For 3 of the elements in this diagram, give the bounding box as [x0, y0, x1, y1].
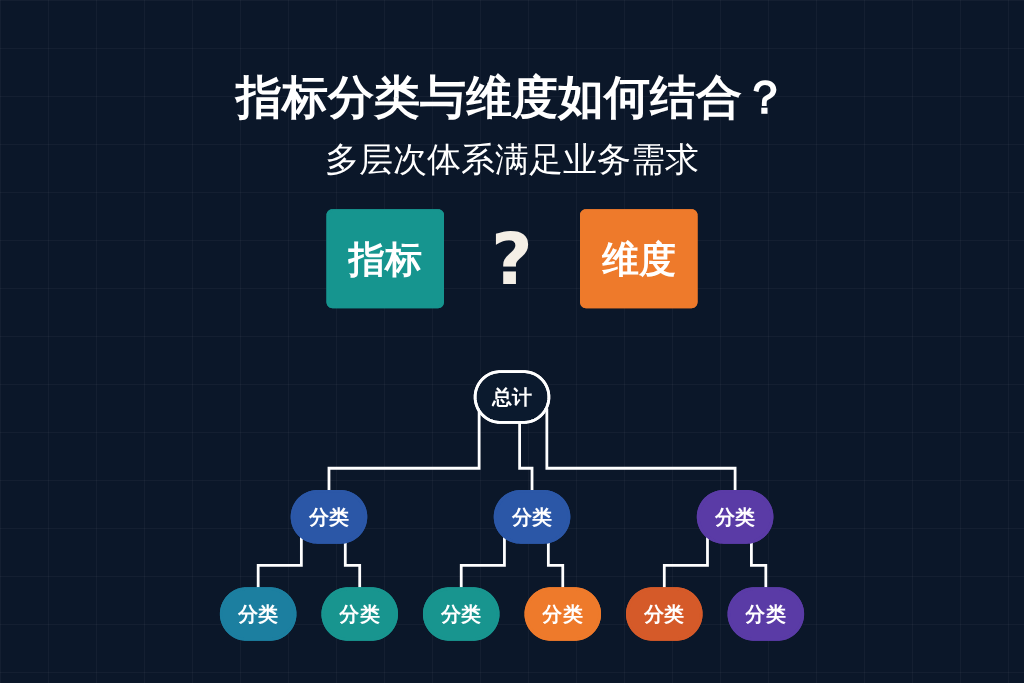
subtitle: 多层次体系满足业务需求: [325, 138, 699, 181]
question-mark: ?: [491, 223, 533, 295]
title: 指标分类与维度如何结合？: [234, 70, 789, 126]
